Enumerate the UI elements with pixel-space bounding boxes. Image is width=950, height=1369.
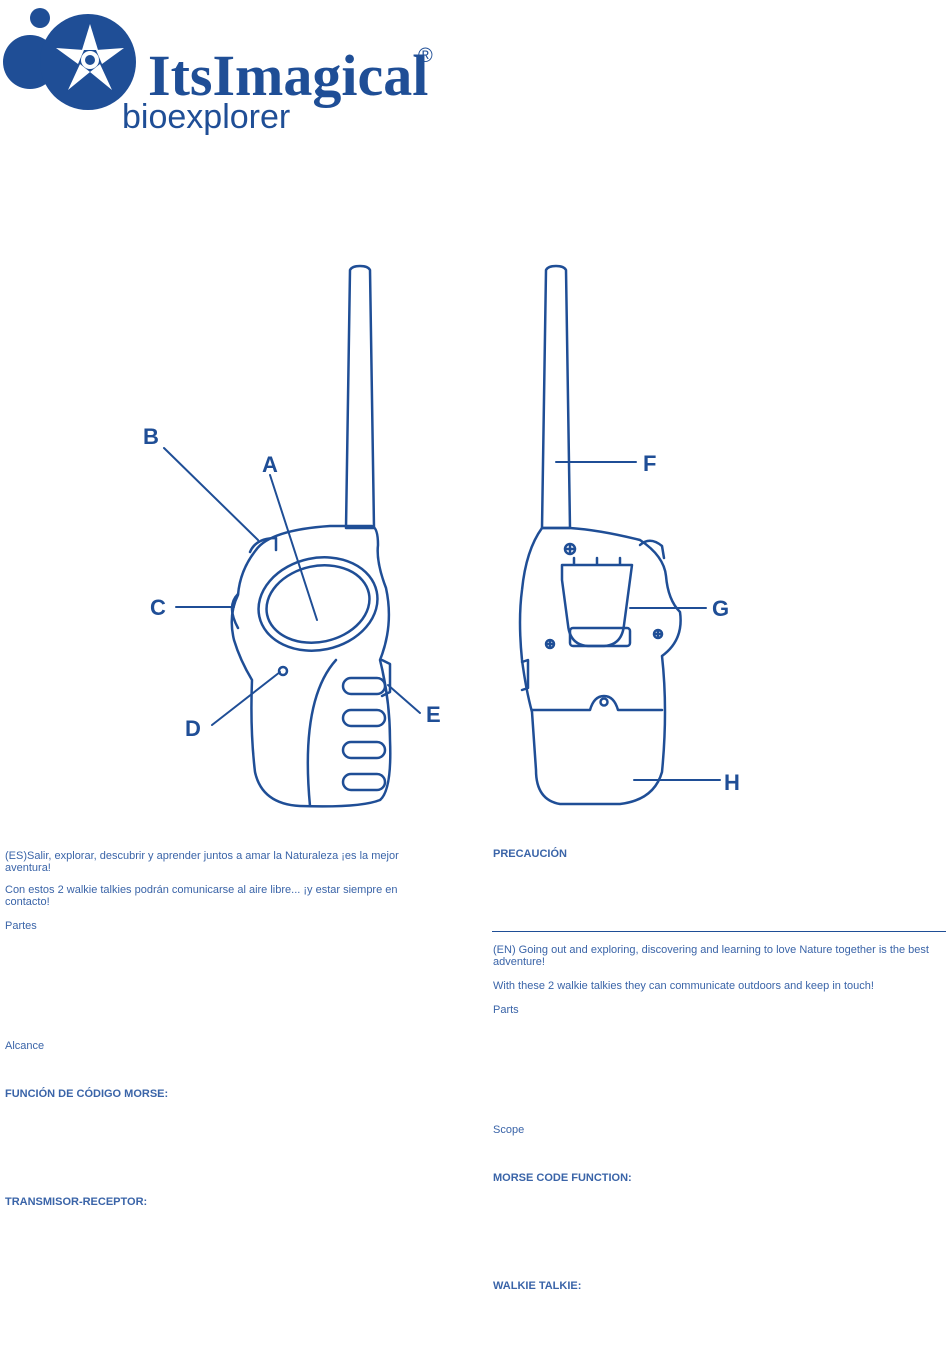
es-intro-1: (ES)Salir, explorar, descubrir y aprende… [5, 850, 399, 874]
en-walkie-heading: WALKIE TALKIE: [493, 1280, 582, 1292]
registered-mark: ® [418, 45, 433, 67]
section-divider [492, 931, 946, 932]
en-parts-heading: Parts [493, 1004, 519, 1016]
label-h: H [724, 770, 740, 795]
label-f: F [643, 451, 656, 476]
es-transceiver-heading: TRANSMISOR-RECEPTOR: [5, 1196, 148, 1208]
en-morse-heading: MORSE CODE FUNCTION: [493, 1172, 632, 1184]
back-view [518, 264, 682, 806]
front-view [230, 264, 392, 808]
label-b: B [143, 424, 159, 449]
es-range-heading: Alcance [5, 1040, 45, 1052]
es-parts-heading: Partes [5, 920, 37, 932]
en-intro-1: (EN) Going out and exploring, discoverin… [493, 944, 929, 968]
label-g: G [712, 596, 729, 621]
label-a: A [262, 452, 278, 477]
label-e: E [426, 702, 441, 727]
label-d: D [185, 716, 201, 741]
label-c: C [150, 595, 166, 620]
es-caution-heading: PRECAUCIÓN [493, 848, 567, 860]
brand-tagline: bioexplorer [122, 98, 290, 136]
walkie-talkie-diagram: A B C D E F G H [143, 264, 740, 808]
es-intro-2: Con estos 2 walkie talkies podrán comuni… [5, 884, 398, 908]
en-intro-2: With these 2 walkie talkies they can com… [493, 980, 874, 992]
es-morse-heading: FUNCIÓN DE CÓDIGO MORSE: [5, 1088, 169, 1100]
en-scope-heading: Scope [493, 1124, 525, 1136]
brand-name: ItsImagical [148, 43, 428, 108]
brand-logo: ItsImagical ® bioexplorer [3, 8, 433, 136]
